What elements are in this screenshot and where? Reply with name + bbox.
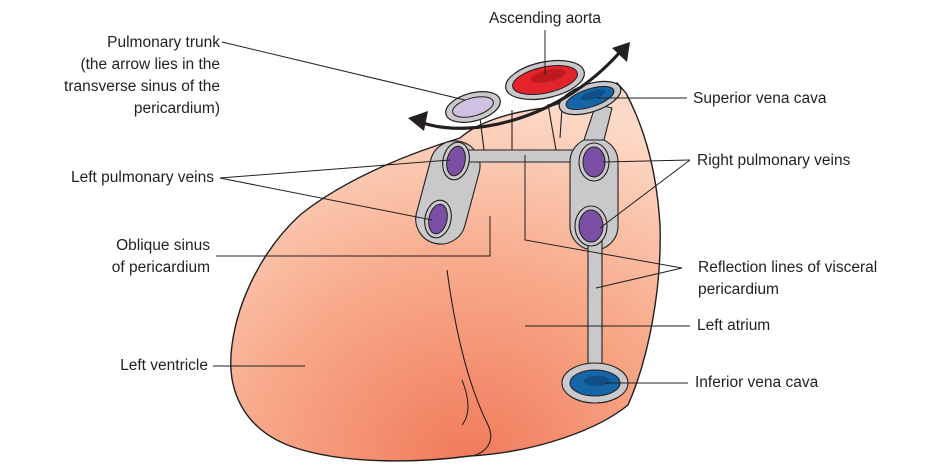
- pulmonary-trunk-line-2: (the arrow lies in the: [20, 54, 220, 76]
- pulmonary-trunk-line-3: transverse sinus of the: [20, 76, 220, 98]
- label-left-atrium: Left atrium: [697, 315, 770, 337]
- reflection-lines-line-2: pericardium: [698, 279, 877, 301]
- pulmonary-trunk-line-1: Pulmonary trunk: [20, 32, 220, 54]
- oblique-sinus-line-2: of pericardium: [40, 257, 210, 279]
- label-oblique-sinus: Oblique sinus of pericardium: [40, 235, 210, 279]
- label-left-pulmonary-veins: Left pulmonary veins: [0, 167, 214, 189]
- label-right-pulmonary-veins: Right pulmonary veins: [697, 150, 850, 172]
- label-left-ventricle: Left ventricle: [40, 355, 208, 377]
- pulmonary-trunk-line-4: pericardium): [20, 98, 220, 120]
- label-inferior-vena-cava: Inferior vena cava: [695, 372, 818, 394]
- label-ascending-aorta: Ascending aorta: [455, 8, 635, 30]
- reflection-lines-line-1: Reflection lines of visceral: [698, 257, 877, 279]
- label-superior-vena-cava: Superior vena cava: [693, 88, 827, 110]
- label-reflection-lines: Reflection lines of visceral pericardium: [698, 257, 877, 301]
- label-pulmonary-trunk: Pulmonary trunk (the arrow lies in the t…: [20, 32, 220, 120]
- oblique-sinus-line-1: Oblique sinus: [40, 235, 210, 257]
